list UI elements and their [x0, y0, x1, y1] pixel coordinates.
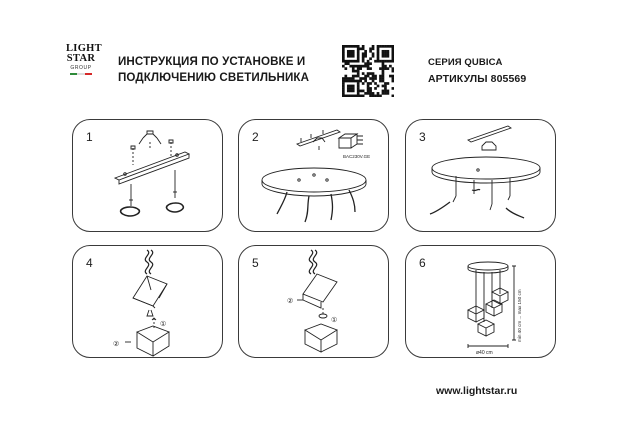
qr-code-icon	[342, 45, 395, 98]
callout-2: ②	[113, 340, 119, 348]
product-article: АРТИКУЛЫ 805569	[428, 73, 527, 85]
step-3-illustration	[429, 125, 541, 219]
document-title: ИНСТРУКЦИЯ ПО УСТАНОВКЕ И ПОДКЛЮЧЕНИЮ СВ…	[118, 54, 338, 86]
step-number: 6	[419, 256, 426, 270]
step-number: 3	[419, 130, 426, 144]
step-2-panel: 2 BAC230V.GE	[238, 119, 389, 232]
step-6-panel: 6 min 40 cm ... max 150 cm ø40 cm	[405, 245, 556, 358]
callout-1: ①	[331, 316, 337, 324]
logo-flag-stripe	[70, 73, 92, 75]
title-line-2: ПОДКЛЮЧЕНИЮ СВЕТИЛЬНИКА	[118, 71, 310, 84]
step-5-panel: 5 ② ①	[238, 245, 389, 358]
dimension-diameter: ø40 cm	[476, 350, 493, 356]
step-3-panel: 3	[405, 119, 556, 232]
callout-1: ①	[160, 320, 166, 328]
logo-line-2: STAR	[66, 53, 96, 64]
product-series: СЕРИЯ QUBICA	[428, 57, 503, 68]
title-line-1: ИНСТРУКЦИЯ ПО УСТАНОВКЕ И	[118, 55, 306, 68]
website-link[interactable]: www.lightstar.ru	[436, 385, 518, 397]
step-1-illustration	[113, 130, 191, 217]
step-number: 5	[252, 256, 259, 270]
logo-line-1: LIGHT	[66, 43, 102, 54]
logo-line-3: GROUP	[70, 65, 92, 71]
step-6-illustration: min 40 cm ... max 150 cm ø40 cm	[466, 261, 522, 356]
step-4-illustration: ① ②	[113, 249, 171, 357]
step-1-panel: 1	[72, 119, 223, 232]
step-2-illustration: BAC230V.GE	[261, 129, 370, 223]
step-number: 1	[86, 130, 93, 144]
step-number: 4	[86, 256, 93, 270]
dimension-height: min 40 cm ... max 150 cm	[517, 289, 522, 342]
step-4-panel: 4 ① ②	[72, 245, 223, 358]
brand-logo: LIGHT STAR GROUP	[66, 43, 102, 102]
step-5-illustration: ② ①	[287, 249, 339, 353]
callout-2: ②	[287, 297, 293, 305]
wiring-label: BAC230V.GE	[343, 154, 370, 159]
step-number: 2	[252, 130, 259, 144]
